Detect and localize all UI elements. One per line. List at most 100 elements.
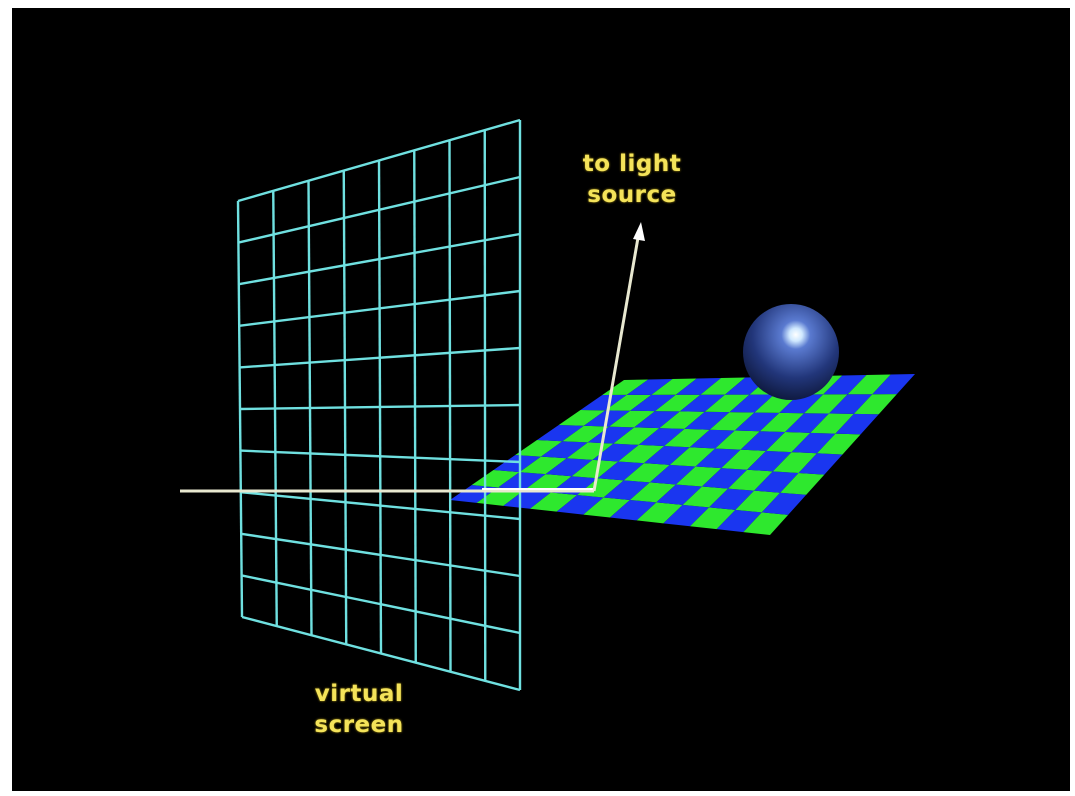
floor-tile — [835, 413, 879, 435]
grid-horizontal-line — [238, 175, 521, 244]
floor-tile — [690, 507, 736, 530]
floor-tile — [613, 427, 660, 445]
floor-tile — [804, 394, 848, 414]
floor-tile — [659, 411, 705, 429]
floor-tile — [754, 471, 799, 493]
floor-tile — [618, 444, 665, 464]
grid-horizontal-line — [241, 532, 521, 578]
floor-tile — [655, 394, 701, 412]
floor-tile — [689, 429, 735, 449]
floor-tile — [702, 468, 748, 489]
floor-tile — [609, 410, 656, 428]
floor-tile — [684, 411, 730, 430]
floor-tile — [524, 474, 572, 493]
floor-tile — [798, 453, 843, 475]
floor-tile — [644, 446, 690, 465]
floor-tile — [626, 379, 673, 395]
floor-tile — [735, 490, 781, 513]
light-label-line2: source — [587, 182, 677, 208]
floor-tile — [716, 509, 762, 533]
floor-tile — [623, 463, 670, 483]
floor-tile — [605, 394, 652, 411]
reflective-sphere — [743, 304, 839, 400]
virtual-screen-label: virtual screen — [284, 679, 434, 741]
floor-tile — [715, 430, 760, 450]
arrowhead-icon — [633, 222, 645, 241]
floor-tile — [747, 450, 792, 472]
floor-tile — [629, 482, 676, 503]
floor-tile — [780, 472, 825, 495]
floor-tile — [872, 374, 915, 395]
grid-horizontal-line — [241, 574, 521, 635]
diagram-canvas: to light source virtual screen — [12, 8, 1070, 791]
floor-tile — [675, 466, 722, 487]
floor-tile — [471, 470, 520, 488]
floor-tile — [743, 512, 789, 535]
floor-tile — [721, 449, 767, 470]
grid-horizontal-line — [240, 491, 521, 521]
floor-tile — [571, 459, 619, 479]
floor-tile — [530, 492, 578, 512]
floor-tile — [519, 456, 567, 475]
grid-horizontal-line — [239, 346, 521, 369]
floor-tile — [810, 413, 854, 434]
floor-tile — [515, 440, 563, 457]
floor-tile — [610, 499, 657, 521]
floor-tile — [785, 413, 830, 433]
floor-tile — [740, 431, 786, 451]
floor-tile — [829, 394, 873, 414]
floor-tile — [558, 410, 606, 426]
floor-tile — [537, 425, 584, 442]
floor-tile — [656, 484, 702, 505]
floor-tile — [853, 394, 897, 415]
floor-tile — [700, 377, 746, 395]
floor-tile — [602, 379, 649, 395]
floor-tile — [580, 394, 627, 411]
floor-tile — [636, 502, 683, 524]
floor-tile — [630, 394, 676, 412]
light-label-line1: to light — [582, 151, 682, 177]
floor-tile — [545, 458, 593, 477]
floor-tile — [695, 448, 741, 469]
floor-tile — [562, 425, 610, 443]
floor-tile — [541, 441, 588, 459]
ray-tracing-scene — [180, 118, 915, 692]
floor-tile — [679, 394, 726, 412]
screen-label-line2: screen — [314, 712, 404, 738]
floor-tile — [779, 394, 824, 414]
grid-horizontal-line — [237, 118, 521, 203]
grid-horizontal-line — [241, 615, 521, 692]
floor-tile — [734, 412, 780, 432]
checkerboard-floor — [450, 374, 915, 535]
floor-tile — [498, 472, 546, 490]
grid-horizontal-line — [240, 449, 521, 464]
floor-tile — [675, 378, 721, 395]
floor-tile — [592, 443, 639, 462]
floor-tile — [709, 412, 755, 431]
floor-tile — [663, 504, 710, 527]
floor-tile — [583, 497, 630, 518]
floor-tile — [728, 469, 773, 491]
grid-horizontal-line — [238, 232, 521, 286]
floor-tile — [729, 394, 775, 413]
floor-tile — [664, 428, 710, 448]
floor-tile — [503, 489, 551, 509]
floor-tile — [669, 447, 716, 467]
floor-tile — [649, 464, 696, 485]
shadow-ray — [592, 231, 641, 492]
floor-tile — [704, 394, 750, 413]
grid-horizontal-line — [239, 289, 521, 327]
floor-tile — [597, 461, 645, 481]
floor-tile — [766, 432, 811, 453]
floor-tile — [651, 378, 697, 395]
floor-tile — [772, 452, 818, 473]
floor-tile — [817, 433, 861, 455]
light-source-label: to light source — [572, 149, 692, 211]
screen-label-line1: virtual — [314, 681, 404, 707]
floor-tile — [638, 428, 685, 447]
floor-tile — [823, 375, 867, 395]
floor-tile — [603, 480, 650, 500]
floor-tile — [577, 478, 624, 498]
floor-tile — [791, 432, 836, 454]
floor-tile — [556, 494, 604, 515]
